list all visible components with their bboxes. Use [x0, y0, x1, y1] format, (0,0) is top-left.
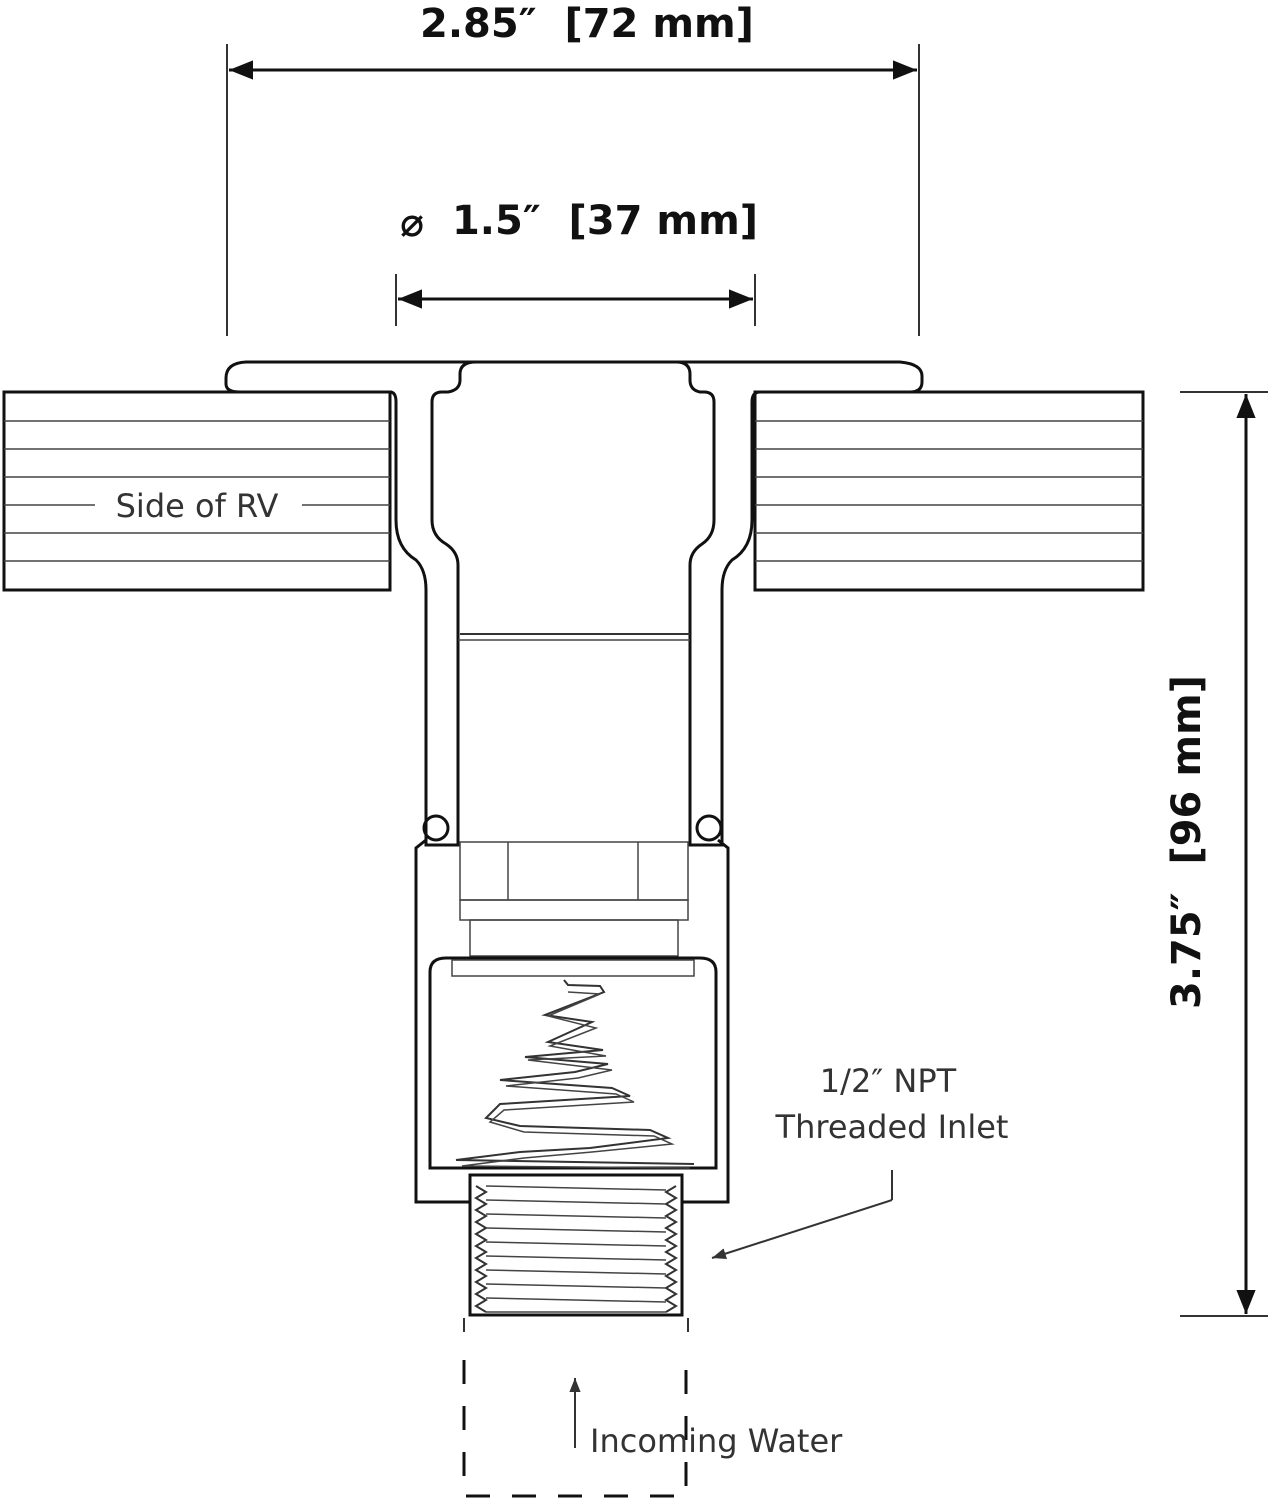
spring-icon	[455, 979, 695, 1169]
inlet-label-line2: Threaded Inlet	[775, 1108, 1009, 1146]
inlet-label-line1: 1/2″ NPT	[820, 1062, 957, 1100]
overall-height-label: 3.75″ [96 mm]	[1164, 675, 1210, 1009]
inner-diameter-dimension: ⌀ 1.5″ [37 mm]	[395, 198, 758, 326]
inner-diameter-label: 1.5″ [37 mm]	[452, 198, 758, 244]
rv-wall-left	[2, 390, 392, 592]
rv-wall-label: Side of RV	[116, 487, 279, 525]
hose-outline	[462, 1360, 688, 1498]
threaded-inlet	[463, 1180, 689, 1332]
inlet-flange-body	[224, 360, 924, 847]
o-ring-right	[695, 814, 723, 842]
diameter-symbol-icon: ⌀	[400, 200, 424, 246]
overall-width-dimension: 2.85″ [72 mm]	[226, 1, 920, 336]
overall-height-dimension: 3.75″ [96 mm]	[1164, 391, 1268, 1317]
inlet-callout: 1/2″ NPT Threaded Inlet	[711, 1062, 1009, 1260]
o-ring-left	[422, 814, 450, 842]
flow-label: Incoming Water	[590, 1422, 843, 1460]
overall-width-label: 2.85″ [72 mm]	[420, 1, 754, 47]
valve-housing	[414, 838, 730, 1204]
rv-wall-right	[753, 390, 1145, 592]
